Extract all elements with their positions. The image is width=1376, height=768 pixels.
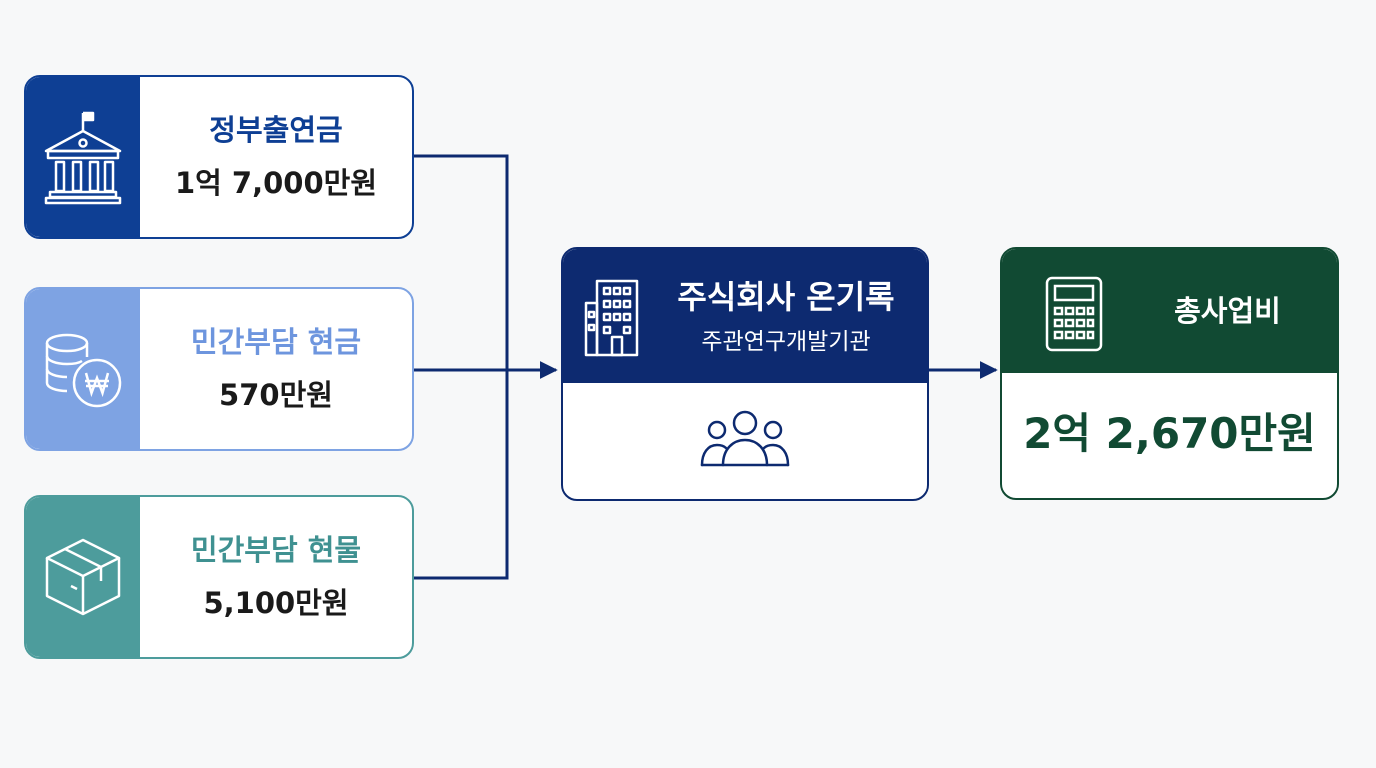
organization-name: 주식회사 온기록	[677, 278, 895, 316]
source-amount: 1억 7,000만원	[174, 166, 378, 200]
source-icon-panel	[26, 289, 140, 449]
calculator-icon	[1045, 276, 1103, 352]
source-title: 정부출연금	[209, 113, 343, 147]
total-amount: 2억 2,670만원	[1023, 409, 1316, 458]
connector-inkind	[414, 370, 509, 580]
source-icon-panel	[26, 497, 140, 657]
coins-won-icon	[45, 333, 122, 408]
total-card: 총사업비 2억 2,670만원	[1000, 247, 1339, 500]
source-card-private-inkind: 민간부담 현물 5,100만원	[24, 495, 414, 659]
organization-card: 주식회사 온기록 주관연구개발기관	[561, 247, 929, 501]
organization-header: 주식회사 온기록 주관연구개발기관	[563, 249, 927, 383]
office-building-icon	[584, 279, 639, 357]
source-title: 민간부담 현금	[190, 325, 362, 359]
source-card-private-cash: 민간부담 현금 570만원	[24, 287, 414, 451]
source-amount: 570만원	[219, 378, 333, 412]
connector-gov	[414, 154, 509, 370]
source-title: 민간부담 현물	[190, 533, 362, 567]
total-header: 총사업비	[1002, 249, 1337, 373]
people-group-icon	[700, 410, 790, 467]
government-building-icon	[44, 111, 122, 205]
source-icon-panel	[26, 77, 140, 237]
source-amount: 5,100만원	[203, 586, 349, 620]
box-icon	[45, 538, 121, 616]
source-card-government: 정부출연금 1억 7,000만원	[24, 75, 414, 239]
organization-role: 주관연구개발기관	[701, 329, 871, 355]
total-title: 총사업비	[1174, 294, 1281, 328]
